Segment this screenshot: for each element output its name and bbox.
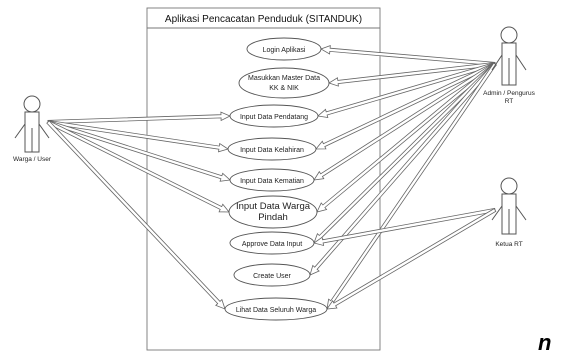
actor-warga[interactable]: Warga / User — [13, 95, 52, 163]
association-admin-master — [328, 61, 496, 87]
use-case-input-kelahiran[interactable]: Input Data Kelahiran — [227, 137, 317, 161]
use-case-lihat-data-label: Lihat Data Seluruh Warga — [236, 307, 316, 314]
use-case-input-kematian[interactable]: Input Data Kematian — [229, 168, 315, 192]
use-case-login[interactable]: Login Aplikasi — [246, 37, 322, 61]
use-case-lihat-data[interactable]: Lihat Data Seluruh Warga — [224, 297, 328, 321]
use-case-approve[interactable]: Approve Data Input — [229, 231, 315, 255]
use-case-create-user[interactable]: Create User — [233, 263, 311, 287]
system-title: Aplikasi Pencacatan Penduduk (SITANDUK) — [165, 14, 362, 25]
use-case-approve-label: Approve Data Input — [242, 241, 302, 248]
use-case-input-pendatang-label: Input Data Pendatang — [240, 114, 308, 121]
association-admin-create — [309, 62, 497, 276]
actor-admin-figure — [491, 26, 527, 86]
actor-warga-figure — [14, 95, 50, 153]
use-case-login-label: Login Aplikasi — [263, 47, 306, 54]
use-case-input-pindah-label-1: Input Data Warga — [236, 201, 311, 212]
association-admin-kematian — [313, 62, 497, 181]
use-case-create-user-label: Create User — [253, 273, 291, 280]
association-ketua-approve — [313, 207, 496, 247]
actor-admin[interactable]: Admin / Pengurus RT — [483, 26, 536, 105]
use-case-input-pendatang[interactable]: Input Data Pendatang — [229, 104, 319, 128]
use-case-input-pindah[interactable]: Input Data Warga Pindah — [228, 195, 318, 229]
fragment-text: n — [538, 330, 551, 355]
use-case-input-kelahiran-label: Input Data Kelahiran — [240, 147, 304, 154]
association-warga-kematian — [46, 119, 231, 182]
use-case-input-pindah-label-2: Pindah — [258, 212, 288, 223]
actor-warga-label: Warga / User — [13, 156, 52, 163]
association-admin-kelahiran — [315, 62, 497, 150]
association-admin-login — [320, 45, 496, 67]
use-case-master-data-label-2: KK & NIK — [269, 85, 299, 92]
use-cases: Login Aplikasi Masukkan Master Data KK &… — [224, 37, 330, 321]
actor-ketua-figure — [491, 177, 527, 235]
actor-admin-label-1: Admin / Pengurus — [483, 90, 535, 97]
actor-ketua[interactable]: Ketua RT — [491, 177, 527, 248]
association-warga-pendatang — [47, 111, 231, 125]
association-admin-pendatang — [317, 62, 497, 118]
actor-ketua-label: Ketua RT — [495, 241, 522, 248]
association-warga-lihat — [46, 120, 226, 310]
use-case-master-data[interactable]: Masukkan Master Data KK & NIK — [238, 67, 330, 99]
association-warga-kelahiran — [47, 119, 229, 153]
actor-admin-label-2: RT — [505, 98, 514, 105]
association-ketua-lihat — [326, 208, 497, 310]
use-case-master-data-label-1: Masukkan Master Data — [248, 75, 320, 82]
association-warga-pindah — [46, 120, 230, 213]
system-boundary: Aplikasi Pencacatan Penduduk (SITANDUK) — [146, 7, 381, 351]
use-case-input-kematian-label: Input Data Kematian — [240, 178, 304, 185]
associations — [46, 45, 497, 310]
